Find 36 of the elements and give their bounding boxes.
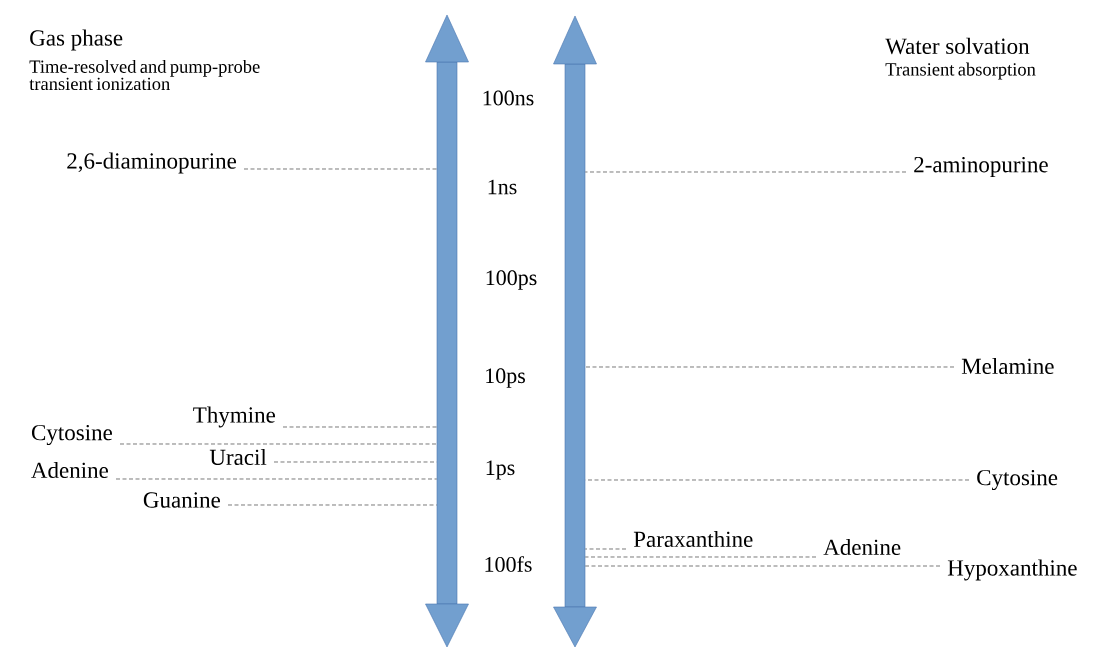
compound-name: Uracil: [209, 448, 267, 466]
heading: Gas phase: [30, 29, 123, 51]
leader-line: [584, 556, 817, 558]
heading: Water solvation: [885, 37, 1030, 55]
subheading: Time-resolved and pump-probe transient ionization: [29, 59, 260, 91]
leader-line: [584, 548, 627, 550]
compound-name: Cytosine: [31, 424, 112, 446]
compound-name: 2,6-diaminopurine: [67, 152, 236, 174]
leader-line: [243, 168, 438, 170]
leader-line: [119, 443, 438, 445]
leader-line: [584, 366, 955, 368]
time-tick-label: 100ns: [483, 90, 534, 106]
compound-name: Hypoxanthine: [947, 559, 1077, 581]
time-tick-label: 100ps: [486, 270, 537, 290]
compound-name: Cytosine: [977, 469, 1058, 491]
compound-name: Thymine: [193, 406, 275, 428]
time-tick-label: 1ps: [486, 460, 515, 480]
leader-line: [273, 461, 438, 463]
time-tick-label: 1ns: [488, 179, 517, 195]
time-tick-label: 100fs: [485, 556, 532, 572]
leader-line: [115, 478, 438, 480]
compound-name: 2-aminopurine: [914, 156, 1048, 178]
compound-name: Melamine: [961, 357, 1054, 375]
leader-line: [282, 426, 438, 428]
leader-line: [584, 479, 970, 481]
compound-name: Paraxanthine: [633, 530, 753, 548]
leader-line: [227, 504, 438, 506]
compound-name: Adenine: [823, 538, 901, 556]
leader-line: [584, 565, 941, 567]
double-arrow: [425, 14, 469, 648]
compound-name: Adenine: [31, 461, 108, 479]
subheading: Transient absorption: [885, 62, 1036, 80]
time-tick-label: 10ps: [486, 368, 525, 388]
leader-line: [584, 171, 907, 173]
double-arrow: [553, 15, 597, 648]
compound-name: Guanine: [143, 492, 220, 508]
